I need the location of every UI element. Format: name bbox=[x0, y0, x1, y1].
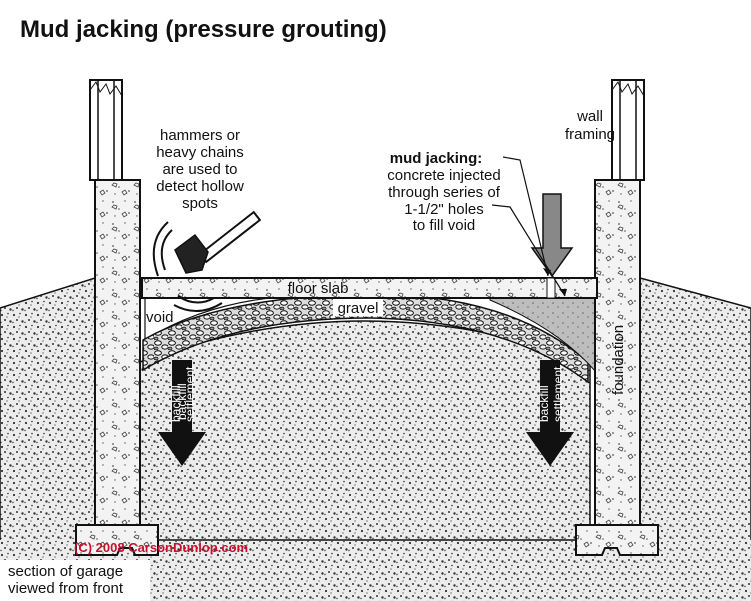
sound-waves-icon bbox=[152, 221, 223, 312]
section-label: section of garage viewed from front bbox=[8, 563, 124, 597]
mud-jacking-label: mud jacking: concrete injected through s… bbox=[387, 150, 500, 234]
wall-framing-label: wall framing bbox=[565, 108, 615, 143]
svg-text:spots: spots bbox=[182, 195, 218, 212]
settlement-text-left: settlement bbox=[183, 366, 197, 422]
floor-slab bbox=[141, 277, 598, 299]
svg-text:heavy chains: heavy chains bbox=[156, 144, 244, 161]
backfill-text-left: backfill bbox=[169, 385, 183, 422]
wall-framing-left bbox=[89, 79, 123, 181]
hammers-label: hammers or heavy chains are used to dete… bbox=[156, 127, 244, 212]
foundation-wall-right bbox=[594, 179, 641, 526]
gravel-label-bg bbox=[333, 299, 383, 316]
leader-lines bbox=[491, 156, 566, 297]
footing-left bbox=[75, 524, 159, 556]
svg-text:concrete injected: concrete injected bbox=[387, 167, 500, 184]
svg-text:to fill void: to fill void bbox=[413, 217, 476, 234]
svg-text:hammers or: hammers or bbox=[160, 127, 240, 144]
svg-text:section of garage: section of garage bbox=[8, 563, 123, 580]
foundation-wall-left bbox=[94, 179, 141, 526]
gravel-label: gravel bbox=[338, 300, 379, 317]
backfill-label-left: backfill bbox=[175, 383, 189, 420]
svg-text:framing: framing bbox=[565, 126, 615, 143]
section-label-bg bbox=[0, 560, 150, 601]
copyright-label: (C) 2008 CarsonDunlop.com bbox=[74, 540, 248, 555]
soil-right bbox=[639, 277, 751, 555]
foundation-label: foundation bbox=[610, 325, 627, 395]
wall-framing-right bbox=[611, 79, 645, 181]
svg-text:are used to: are used to bbox=[162, 161, 237, 178]
backfill-text-right: backfill bbox=[537, 385, 551, 422]
settlement-arrow-left-icon: backfill bbox=[158, 360, 206, 466]
svg-text:detect hollow: detect hollow bbox=[156, 178, 244, 195]
floor-slab-label: floor slab bbox=[288, 280, 349, 297]
void-label: void bbox=[146, 309, 174, 326]
leader-arrowhead-1 bbox=[543, 268, 551, 276]
svg-text:1-1/2" holes: 1-1/2" holes bbox=[404, 201, 484, 218]
leader-arrowhead-2 bbox=[559, 289, 567, 296]
footing-right bbox=[575, 524, 659, 556]
settlement-text-right: settlement bbox=[551, 366, 565, 422]
svg-text:through series of: through series of bbox=[388, 184, 501, 201]
soil-interior bbox=[139, 320, 591, 541]
svg-text:viewed from front: viewed from front bbox=[8, 580, 124, 597]
settlement-arrow-right-icon bbox=[526, 360, 574, 466]
diagram-title: Mud jacking (pressure grouting) bbox=[20, 16, 387, 43]
hammer-icon bbox=[174, 210, 262, 274]
injection-hole bbox=[546, 277, 556, 299]
soil-left bbox=[0, 276, 96, 555]
svg-text:mud jacking:: mud jacking: bbox=[390, 150, 483, 167]
svg-text:wall: wall bbox=[576, 108, 603, 125]
